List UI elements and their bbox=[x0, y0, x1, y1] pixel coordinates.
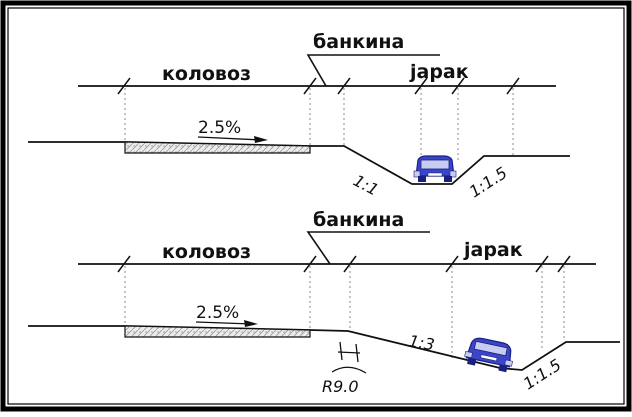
car-rear-view bbox=[464, 337, 513, 373]
ditch-label: јарак bbox=[463, 239, 523, 261]
radius-label: R9.0 bbox=[322, 377, 359, 396]
shoulder-label: банкина bbox=[313, 31, 404, 53]
crossfall-arrow-line bbox=[195, 321, 253, 325]
pavement-layer bbox=[124, 141, 311, 154]
slope-inner-label: 1:3 bbox=[407, 331, 436, 354]
crossfall-label: 2.5% bbox=[198, 118, 241, 138]
ditch-label: јарак bbox=[409, 61, 469, 83]
crossfall-arrow-line bbox=[197, 136, 263, 141]
dimension-ticks bbox=[117, 77, 520, 95]
carriageway-label: коловоз bbox=[162, 63, 251, 85]
radius-marker bbox=[331, 341, 367, 374]
crossfall-label: 2.5% bbox=[196, 303, 239, 323]
crossfall-arrowhead bbox=[254, 136, 268, 143]
projection-lines bbox=[124, 88, 514, 160]
slope-inner-label: 1:1 bbox=[350, 171, 382, 200]
section-top: коловоз банкина јарак 2.5% 1:1 1:1.5 bbox=[28, 31, 570, 201]
slope-outer-label: 1:1.5 bbox=[466, 163, 511, 201]
inner-border bbox=[7, 7, 625, 405]
ground-profile bbox=[28, 325, 620, 371]
car-front-view bbox=[413, 155, 457, 182]
dimension-ticks bbox=[117, 255, 571, 273]
projection-lines bbox=[124, 266, 565, 360]
crossfall-arrowhead bbox=[244, 320, 258, 327]
shoulder-label: банкина bbox=[313, 209, 404, 231]
pavement-layer bbox=[124, 325, 311, 338]
shoulder-leader bbox=[306, 231, 430, 265]
slope-outer-label: 1:1.5 bbox=[520, 355, 565, 393]
section-bottom: коловоз банкина јарак 2.5% 1:3 1:1.5 R9.… bbox=[28, 209, 620, 396]
shoulder-leader bbox=[306, 54, 440, 87]
carriageway-label: коловоз bbox=[162, 241, 251, 263]
